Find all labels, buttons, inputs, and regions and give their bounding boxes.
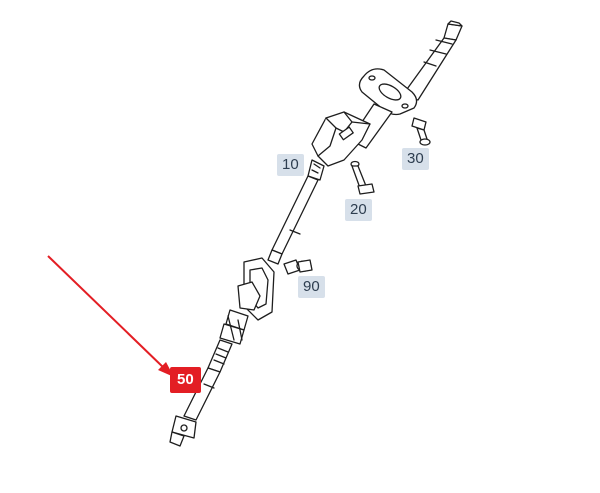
universal-joint [219,309,249,345]
bolt-20 [350,160,375,195]
boot-seal-plate [237,257,275,321]
callout-part-30[interactable]: 30 [402,148,429,170]
callout-part-50[interactable]: 50 [170,367,201,393]
intermediate-shaft [183,339,233,421]
lower-yoke [169,415,197,447]
pointer-arrow [47,255,174,377]
callout-part-90[interactable]: 90 [298,276,325,298]
upper-mount-bracket [358,68,418,116]
callout-part-10[interactable]: 10 [277,154,304,176]
callout-part-20[interactable]: 20 [345,199,372,221]
bolt-30 [411,117,431,146]
column-housing [307,103,393,181]
upper-shaft [401,20,463,101]
bolt-90 [283,259,313,275]
middle-shaft [267,175,319,265]
